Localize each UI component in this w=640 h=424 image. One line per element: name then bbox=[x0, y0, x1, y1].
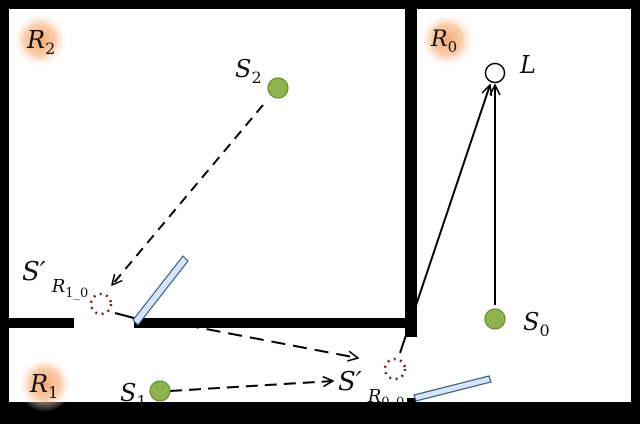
room-glow-r2 bbox=[12, 12, 68, 68]
source-label-s0: S0 bbox=[523, 308, 550, 340]
virtual-source-r1-0 bbox=[89, 292, 113, 316]
source-label-s1: S1 bbox=[120, 379, 147, 411]
listener bbox=[484, 62, 506, 84]
wall-vertical-r0-r2 bbox=[405, 9, 417, 337]
path-s1-to-virtual-r0 bbox=[169, 381, 333, 392]
virtual-source-label-r1-0: S′R1_0 bbox=[22, 257, 88, 301]
room-glow-r0 bbox=[419, 12, 475, 68]
listener-label: L bbox=[519, 51, 536, 79]
door-r1-r0 bbox=[413, 375, 492, 402]
virtual-source-r0-0 bbox=[383, 357, 407, 381]
door-r1-r2 bbox=[132, 255, 189, 326]
path-virtual-r0-to-listener bbox=[399, 85, 490, 354]
wall-horizontal-right bbox=[134, 318, 417, 328]
source-s2 bbox=[267, 77, 289, 99]
floor bbox=[9, 9, 631, 402]
path-virtual-r1-to-virtual-r0 bbox=[184, 324, 358, 358]
wall-horizontal-left bbox=[9, 318, 74, 328]
room-label-r2: R2 bbox=[26, 26, 55, 58]
source-s1 bbox=[149, 380, 171, 402]
path-virtual-r1-exit bbox=[114, 312, 135, 319]
path-s2-to-virtual-r1 bbox=[112, 104, 264, 285]
source-label-s2: S2 bbox=[235, 55, 262, 87]
room-label-r1: R1 bbox=[29, 370, 58, 402]
wall-stub-bottom bbox=[407, 398, 416, 412]
room-glow-r1 bbox=[17, 356, 73, 412]
virtual-source-label-r0-0: S′R0_0 bbox=[338, 367, 404, 410]
room-label-r0: R0 bbox=[430, 27, 457, 56]
source-s0 bbox=[484, 308, 506, 330]
